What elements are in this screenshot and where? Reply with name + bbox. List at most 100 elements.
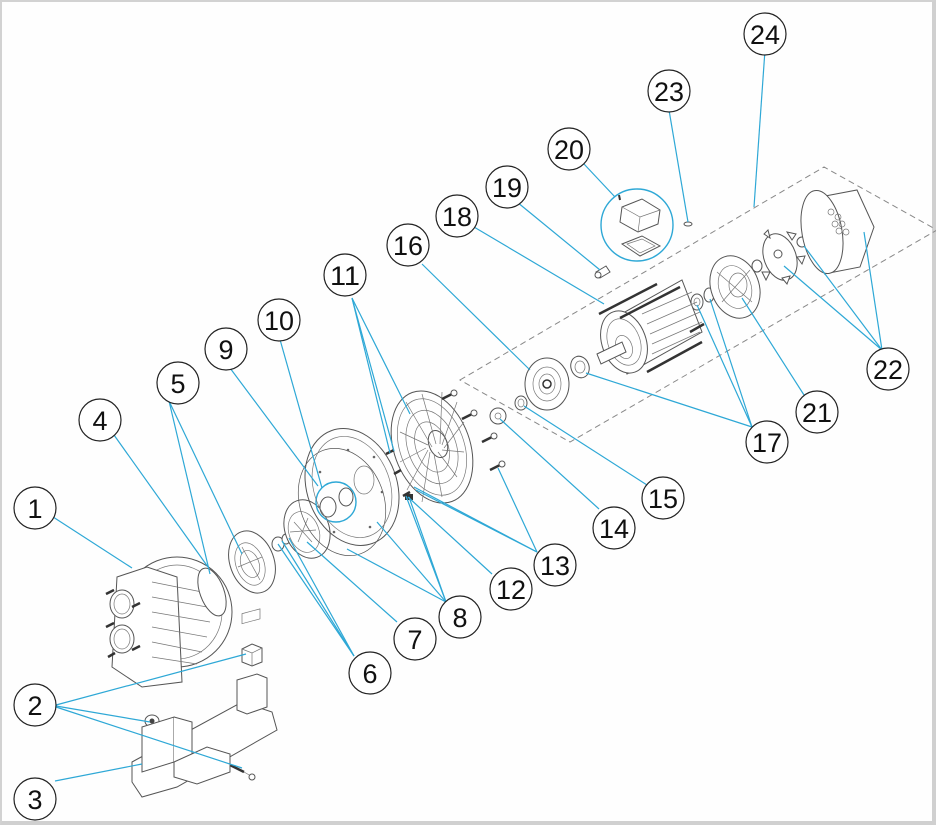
callout-number: 10 <box>264 306 294 336</box>
callout-circle <box>866 347 910 391</box>
callout-circle <box>745 420 789 464</box>
callout-number: 11 <box>330 261 360 291</box>
part-terminal-box[interactable] <box>600 188 674 262</box>
callout-number: 9 <box>218 335 233 365</box>
part-shaft-seal-group[interactable] <box>315 481 357 523</box>
part-o-ring-large[interactable] <box>192 564 232 619</box>
callout-number: 13 <box>540 551 570 581</box>
part-cooling-fan[interactable] <box>757 229 806 285</box>
part-small-ring[interactable] <box>514 395 528 411</box>
part-end-shield[interactable] <box>702 249 769 326</box>
callout-12[interactable]: 12 <box>489 567 533 611</box>
callout-circle <box>795 390 839 434</box>
motor-assembly-outline <box>458 166 936 443</box>
part-inlet-cone[interactable] <box>220 524 283 599</box>
callout-number: 8 <box>452 603 467 633</box>
callout-1[interactable]: 1 <box>13 486 57 530</box>
part-gasket[interactable] <box>284 436 401 568</box>
callout-circle <box>533 543 577 587</box>
callout-20[interactable]: 20 <box>547 127 591 171</box>
part-base-stand[interactable] <box>131 608 278 798</box>
callout-4[interactable]: 4 <box>78 398 122 442</box>
callout-number: 18 <box>442 202 472 232</box>
callout-number: 3 <box>27 785 42 815</box>
callout-number: 5 <box>170 369 185 399</box>
callout-number: 15 <box>648 484 678 514</box>
callout-circle <box>78 398 122 442</box>
callout-number: 17 <box>752 428 782 458</box>
part-motor-stator[interactable] <box>592 279 705 380</box>
callout-22[interactable]: 22 <box>866 347 910 391</box>
part-key-pin[interactable] <box>594 265 611 279</box>
callout-14[interactable]: 14 <box>592 506 636 550</box>
part-bearing-front[interactable] <box>568 354 592 381</box>
callout-23[interactable]: 23 <box>647 69 691 113</box>
callout-circle <box>13 683 57 727</box>
callout-circle <box>204 327 248 371</box>
callout-number: 20 <box>554 135 584 165</box>
part-screws-long[interactable] <box>441 389 506 472</box>
callout-number: 22 <box>873 355 903 385</box>
part-small-key[interactable] <box>683 221 693 227</box>
callout-circle <box>489 567 533 611</box>
callout-number: 23 <box>654 77 684 107</box>
callout-circle <box>13 486 57 530</box>
callout-circle <box>547 127 591 171</box>
leader-lines <box>49 49 883 782</box>
callout-circle <box>592 506 636 550</box>
part-fan-cover[interactable] <box>795 187 875 277</box>
callout-number: 24 <box>750 20 780 50</box>
part-bearing-housing[interactable] <box>524 357 570 411</box>
callout-number: 21 <box>802 398 832 428</box>
callout-2[interactable]: 2 <box>13 683 57 727</box>
callout-circle <box>743 12 787 56</box>
callout-7[interactable]: 7 <box>393 617 437 661</box>
callout-24[interactable]: 24 <box>743 12 787 56</box>
callout-number: 2 <box>27 691 42 721</box>
callout-number: 4 <box>92 406 107 436</box>
callout-circle <box>647 69 691 113</box>
callout-number: 12 <box>496 575 526 605</box>
part-long-bolt[interactable] <box>229 763 256 781</box>
part-seal-ring[interactable] <box>319 496 337 518</box>
callout-6[interactable]: 6 <box>348 651 392 695</box>
callout-circle <box>348 651 392 695</box>
callout-circle <box>435 194 479 238</box>
callout-18[interactable]: 18 <box>435 194 479 238</box>
callout-number: 19 <box>492 173 522 203</box>
callout-circle <box>156 361 200 405</box>
callout-number: 16 <box>393 231 423 261</box>
callout-16[interactable]: 16 <box>386 223 430 267</box>
part-flange-plate[interactable] <box>289 415 415 559</box>
callout-15[interactable]: 15 <box>641 476 685 520</box>
callout-11[interactable]: 11 <box>323 253 367 297</box>
part-washer[interactable] <box>489 407 507 425</box>
callout-10[interactable]: 10 <box>257 298 301 342</box>
callout-9[interactable]: 9 <box>204 327 248 371</box>
callout-number: 1 <box>27 494 42 524</box>
callout-3[interactable]: 3 <box>13 777 57 821</box>
callout-5[interactable]: 5 <box>156 361 200 405</box>
callout-21[interactable]: 21 <box>795 390 839 434</box>
callout-circle <box>13 777 57 821</box>
callout-circle <box>386 223 430 267</box>
callout-circle <box>485 165 529 209</box>
callout-circle <box>257 298 301 342</box>
callout-number: 7 <box>407 625 422 655</box>
part-spacer-block[interactable] <box>241 643 263 667</box>
callout-13[interactable]: 13 <box>533 543 577 587</box>
callout-circle <box>438 595 482 639</box>
callout-circle <box>393 617 437 661</box>
callout-17[interactable]: 17 <box>745 420 789 464</box>
callout-number: 14 <box>599 514 629 544</box>
callout-circle <box>323 253 367 297</box>
callout-19[interactable]: 19 <box>485 165 529 209</box>
callout-8[interactable]: 8 <box>438 595 482 639</box>
part-fan-guard[interactable] <box>376 380 487 515</box>
callout-number: 6 <box>362 659 377 689</box>
part-impeller[interactable] <box>276 493 338 564</box>
part-seal-ring-2[interactable] <box>338 487 354 507</box>
